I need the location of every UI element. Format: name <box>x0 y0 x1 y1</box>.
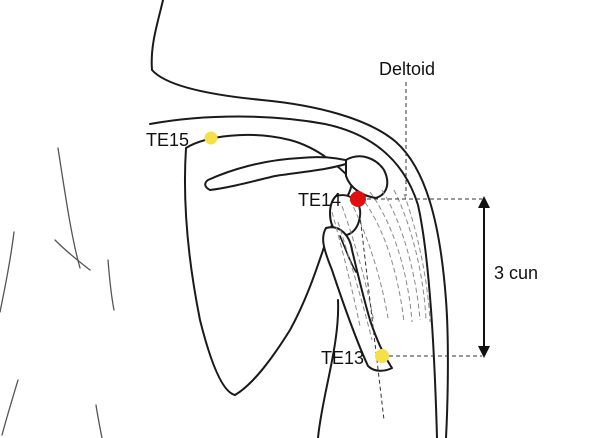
deltoid-fiber-8 <box>331 211 361 327</box>
measurement-guides <box>357 82 482 421</box>
deltoid-fiber-5 <box>403 193 431 323</box>
back-crease-4 <box>0 231 15 313</box>
distance-label: 3 cun <box>494 263 538 283</box>
acupoints <box>204 131 389 363</box>
humerus-shaft <box>322 226 393 372</box>
upper-arm-inner-contour <box>317 299 340 438</box>
back-crease-5 <box>1 379 19 436</box>
body-outline <box>149 0 449 438</box>
te15-label: TE15 <box>146 130 189 150</box>
te14-label: TE14 <box>298 190 341 210</box>
deltoid-fiber-1 <box>359 195 405 323</box>
acromion <box>345 155 389 199</box>
back-crease-2 <box>54 239 91 271</box>
shoulder-top-contour <box>149 115 438 438</box>
deltoid-fiber-9 <box>337 221 373 341</box>
te13-point <box>375 349 389 363</box>
deltoid-label: Deltoid <box>379 59 435 79</box>
measure-arrow-bottom <box>478 346 490 358</box>
arm-axis-line <box>357 198 385 421</box>
measurement-bracket <box>478 196 490 358</box>
te15-point <box>204 131 218 145</box>
back-crease-3 <box>107 259 115 311</box>
deltoid-fiber-2 <box>369 191 413 323</box>
scapular-spine <box>204 156 353 191</box>
deltoid-fiber-4 <box>393 189 427 321</box>
te13-label: TE13 <box>321 348 364 368</box>
skin-contours <box>0 147 115 438</box>
diagram-labels: Deltoid TE15 TE14 TE13 3 cun <box>146 59 538 368</box>
back-crease-1 <box>57 147 81 269</box>
measure-arrow-top <box>478 196 490 208</box>
deltoid-muscle-fibers <box>331 189 431 341</box>
scapula-body <box>183 133 353 396</box>
te14-point <box>350 191 366 207</box>
deltoid-fiber-3 <box>381 189 421 321</box>
back-crease-6 <box>95 404 103 438</box>
deltoid-fiber-7 <box>341 205 375 323</box>
neck-contour <box>150 0 449 438</box>
deltoid-fiber-6 <box>349 199 389 319</box>
